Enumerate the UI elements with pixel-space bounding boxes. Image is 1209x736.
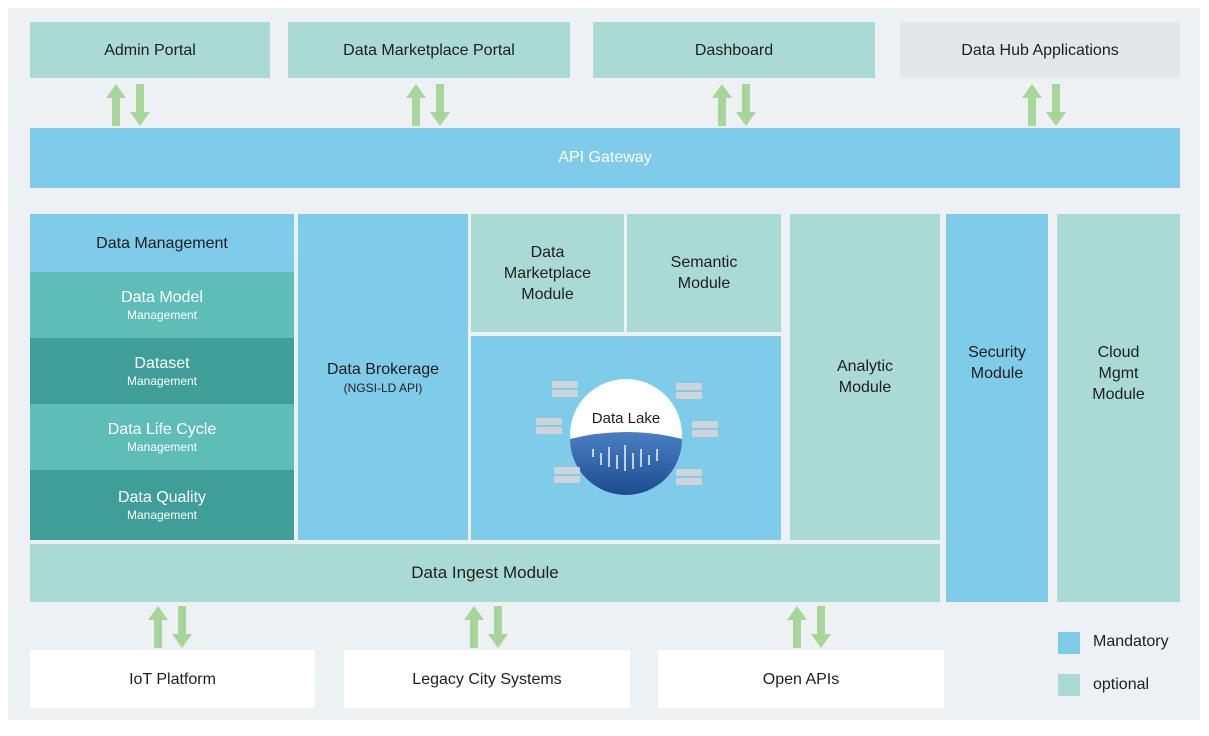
dataset-sublabel: Management [126, 374, 198, 388]
api-gateway-bar: API Gateway [30, 128, 1180, 188]
data-brokerage-sublabel: (NGSI-LD API) [343, 380, 423, 395]
cloud-mgmt-module-box: Cloud Mgmt Module [1057, 214, 1180, 602]
data-quality-sublabel: Management [126, 508, 198, 522]
semantic-module-box: Semantic Module [627, 214, 781, 332]
data-model-sublabel: Management [126, 308, 198, 322]
data-hub-applications-label: Data Hub Applications [961, 41, 1119, 59]
data-lake-box: Data Lake [471, 336, 781, 540]
iot-platform-label: IoT Platform [129, 670, 216, 688]
data-marketplace-module-box: Data Marketplace Module [471, 214, 624, 332]
bidirectional-arrows-icon [406, 84, 450, 126]
data-marketplace-portal-box: Data Marketplace Portal [288, 22, 570, 78]
legend-optional-swatch [1058, 674, 1080, 696]
open-apis-box: Open APIs [658, 650, 944, 708]
bidirectional-arrows-icon [464, 606, 508, 648]
admin-portal-box: Admin Portal [30, 22, 270, 78]
legacy-city-systems-label: Legacy City Systems [412, 670, 562, 688]
data-ingest-module-label: Data Ingest Module [411, 563, 559, 582]
data-life-cycle-management: Data Life Cycle Management [30, 404, 294, 470]
legend-optional-label: optional [1093, 676, 1150, 693]
data-model-label: Data Model [121, 289, 203, 306]
bidirectional-arrows-icon [712, 84, 756, 126]
data-lake-label: Data Lake [592, 410, 660, 427]
data-ingest-module-bar: Data Ingest Module [30, 544, 940, 602]
data-brokerage-label: Data Brokerage [326, 360, 440, 378]
legend-mandatory-swatch [1058, 632, 1080, 654]
architecture-diagram: Admin Portal Data Marketplace Portal Das… [8, 8, 1200, 720]
security-module-label: Security Module [968, 344, 1026, 382]
legend-mandatory-label: Mandatory [1093, 633, 1169, 650]
bidirectional-arrows-icon [106, 84, 150, 126]
data-model-management: Data Model Management [30, 272, 294, 338]
data-marketplace-module-label: Data Marketplace Module [503, 243, 592, 303]
open-apis-label: Open APIs [762, 670, 840, 688]
data-life-cycle-sublabel: Management [126, 440, 198, 454]
legacy-city-systems-box: Legacy City Systems [344, 650, 630, 708]
data-lake-illustration: Data Lake [536, 379, 718, 495]
data-brokerage-box: Data Brokerage (NGSI-LD API) [298, 214, 468, 540]
data-management-title: Data Management [96, 234, 228, 252]
api-gateway-label: API Gateway [558, 149, 652, 166]
cloud-mgmt-module-label: Cloud Mgmt Module [1092, 343, 1145, 403]
analytic-module-box: Analytic Module [790, 214, 940, 540]
dataset-management: Dataset Management [30, 338, 294, 404]
data-management-header: Data Management [30, 214, 294, 272]
bidirectional-arrows-icon [1022, 84, 1066, 126]
semantic-module-label: Semantic Module [670, 254, 738, 292]
data-quality-management: Data Quality Management [30, 470, 294, 540]
bidirectional-arrows-icon [148, 606, 192, 648]
server-icons [536, 381, 718, 485]
data-quality-label: Data Quality [117, 489, 207, 506]
bidirectional-arrows-icon [787, 606, 831, 648]
dashboard-box: Dashboard [593, 22, 875, 78]
security-module-box: Security Module [946, 214, 1048, 602]
data-hub-applications-box: Data Hub Applications [900, 22, 1180, 78]
iot-platform-box: IoT Platform [30, 650, 315, 708]
dataset-label: Dataset [134, 355, 190, 372]
dashboard-label: Dashboard [694, 41, 774, 59]
data-marketplace-portal-label: Data Marketplace Portal [343, 41, 515, 59]
analytic-module-label: Analytic Module [836, 358, 894, 396]
admin-portal-label: Admin Portal [104, 41, 196, 59]
data-life-cycle-label: Data Life Cycle [107, 421, 217, 438]
